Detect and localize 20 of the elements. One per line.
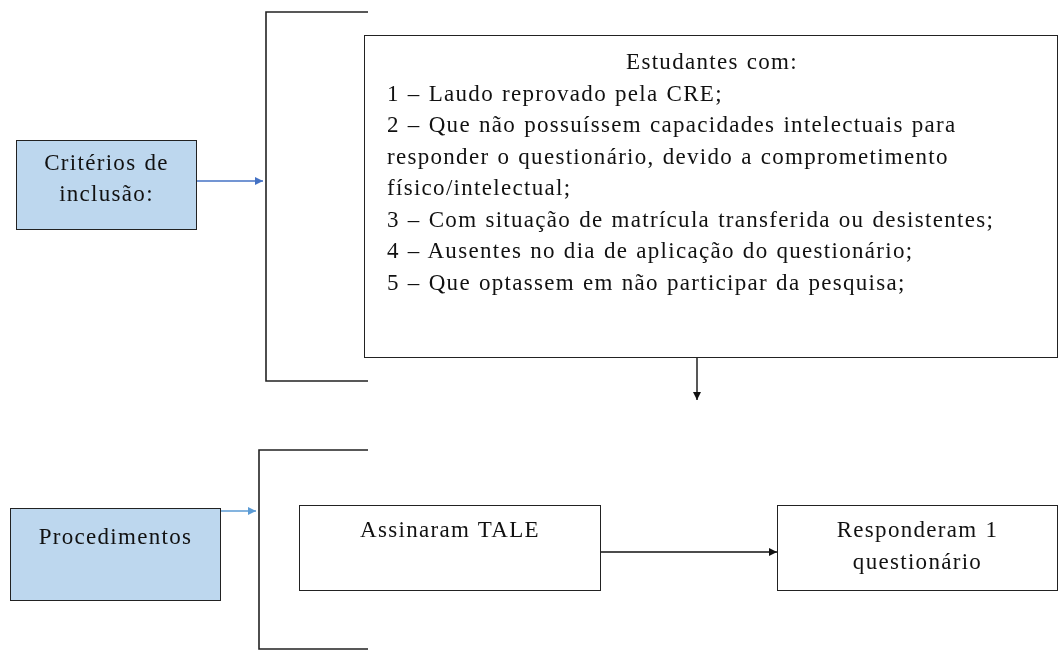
arrow bbox=[220, 507, 257, 515]
box-label: Responderam 1 questionário bbox=[835, 516, 1000, 576]
criterion-text: 5 – Que optassem em não participar da pesquisa; bbox=[387, 268, 907, 297]
category-box bbox=[16, 140, 197, 230]
criterion-text: 4 – Ausentes no dia de aplicação do questionário; bbox=[387, 237, 915, 265]
bracket bbox=[265, 11, 368, 382]
step-box bbox=[299, 505, 601, 591]
box-label: Assinaram TALE bbox=[359, 516, 541, 544]
step-box bbox=[777, 505, 1058, 591]
arrow bbox=[196, 177, 264, 185]
category-box bbox=[10, 508, 221, 601]
arrow bbox=[693, 357, 701, 401]
criteria-box bbox=[364, 35, 1058, 358]
criterion-text: 2 – Que não possuíssem capacidades intelectuais para responder o questionário, devido a comprometimento físico/intelectual; bbox=[387, 111, 958, 202]
criterion-text: 3 – Com situação de matrícula transferida ou desistentes; bbox=[387, 205, 996, 234]
arrow bbox=[600, 548, 778, 556]
criterion-text: 1 – Laudo reprovado pela CRE; bbox=[387, 79, 724, 108]
box-label: Procedimentos bbox=[37, 523, 194, 551]
heading: Estudantes com: bbox=[625, 48, 799, 76]
box-label: Critérios de inclusão: bbox=[43, 149, 170, 208]
